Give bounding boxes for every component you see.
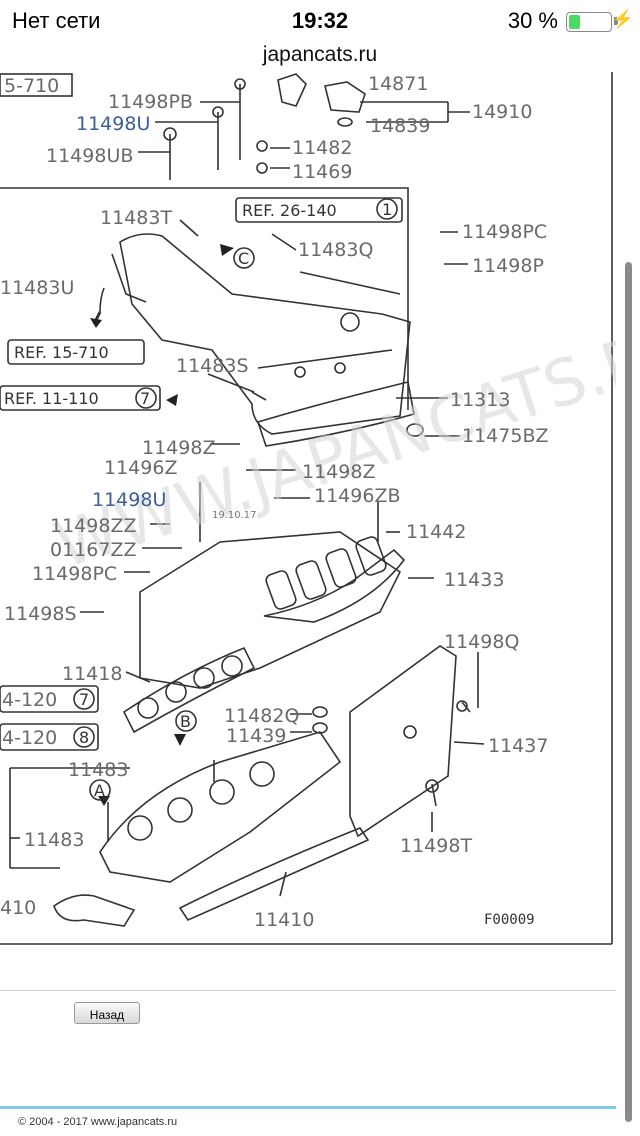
label-11498pb[interactable]: 11498PB	[108, 91, 193, 113]
ref-26-140[interactable]: REF. 26-140	[242, 201, 337, 220]
label-11418[interactable]: 11418	[62, 663, 122, 685]
stamp: 19.10.17	[212, 510, 257, 521]
label-14910[interactable]: 14910	[472, 101, 532, 123]
parts-diagram: WWW.JAPANCATS.RU 19.10.17 C B A REF. 26-…	[0, 72, 616, 950]
marker-c: C	[238, 249, 249, 268]
back-button[interactable]: Назад	[74, 1002, 140, 1024]
label-4-120-a[interactable]: 4-120	[2, 689, 57, 711]
label-14871[interactable]: 14871	[368, 73, 428, 95]
label-11498ub[interactable]: 11498UB	[46, 145, 133, 167]
label-11498t[interactable]: 11498T	[400, 835, 472, 857]
label-11482[interactable]: 11482	[292, 137, 352, 159]
label-11496z[interactable]: 11496Z	[104, 457, 177, 479]
battery-icon	[566, 12, 612, 32]
label-4-120-b[interactable]: 4-120	[2, 727, 57, 749]
url-text[interactable]: japancats.ru	[262, 43, 378, 66]
label-11498pc-b[interactable]: 11498PC	[32, 563, 117, 585]
label-11498s[interactable]: 11498S	[4, 603, 77, 625]
label-11483u[interactable]: 11483U	[0, 277, 74, 299]
label-14839[interactable]: 14839	[370, 115, 430, 137]
ref-11-110[interactable]: REF. 11-110	[4, 389, 99, 408]
label-11442[interactable]: 11442	[406, 521, 466, 543]
diagram-svg: WWW.JAPANCATS.RU 19.10.17 C B A REF. 26-…	[0, 72, 616, 945]
address-bar[interactable]: japancats.ru	[0, 40, 640, 74]
figure-id: F00009	[484, 912, 535, 928]
label-11483t[interactable]: 11483T	[100, 207, 172, 229]
label-11483-a[interactable]: 11483	[68, 759, 128, 781]
label-11437[interactable]: 11437	[488, 735, 548, 757]
ref-15-710[interactable]: REF. 15-710	[14, 343, 109, 362]
ref-4-120-7-num: 7	[79, 690, 89, 709]
label-11498z-b[interactable]: 11498Z	[302, 461, 375, 483]
clock: 19:32	[291, 8, 349, 33]
battery-percent: 30 %	[507, 8, 558, 33]
ref-11-110-num: 7	[140, 389, 150, 408]
label-11410[interactable]: 11410	[254, 909, 314, 931]
label-11313[interactable]: 11313	[450, 389, 510, 411]
label-11498p[interactable]: 11498P	[472, 255, 544, 277]
label-410[interactable]: 410	[0, 897, 36, 919]
label-5-710[interactable]: 5-710	[4, 75, 59, 97]
battery-level	[569, 15, 580, 29]
label-11483q[interactable]: 11483Q	[298, 239, 373, 261]
label-01167zz[interactable]: 01167ZZ	[50, 539, 136, 561]
ref-4-120-8-num: 8	[79, 728, 89, 747]
label-11496zb[interactable]: 11496ZB	[314, 485, 401, 507]
label-11483-b[interactable]: 11483	[24, 829, 84, 851]
scrollbar[interactable]	[625, 262, 632, 1122]
marker-a: A	[94, 781, 105, 800]
label-11483s[interactable]: 11483S	[176, 355, 249, 377]
battery-tip	[614, 17, 618, 25]
footer-copyright: © 2004 - 2017 www.japancats.ru	[18, 1116, 178, 1128]
ref-26-140-num: 1	[382, 200, 392, 219]
label-11469[interactable]: 11469	[292, 161, 352, 183]
label-11498z-a[interactable]: 11498Z	[142, 437, 215, 459]
label-11475bz[interactable]: 11475BZ	[462, 425, 549, 447]
content-divider	[0, 990, 616, 991]
label-11498u[interactable]: 11498U	[76, 113, 150, 135]
label-11498u-b[interactable]: 11498U	[92, 489, 166, 511]
carrier-label: Нет сети	[12, 8, 101, 33]
charging-icon: ⚡	[611, 9, 634, 29]
label-11498q[interactable]: 11498Q	[444, 631, 519, 653]
label-11498zz[interactable]: 11498ZZ	[50, 515, 136, 537]
label-11482q[interactable]: 11482Q	[224, 705, 299, 727]
label-11498pc[interactable]: 11498PC	[462, 221, 547, 243]
label-11433[interactable]: 11433	[444, 569, 504, 591]
label-11439[interactable]: 11439	[226, 725, 286, 747]
status-bar: Нет сети 19:32 30 % ⚡	[0, 0, 640, 40]
footer-line	[0, 1106, 616, 1109]
marker-b: B	[180, 712, 191, 731]
